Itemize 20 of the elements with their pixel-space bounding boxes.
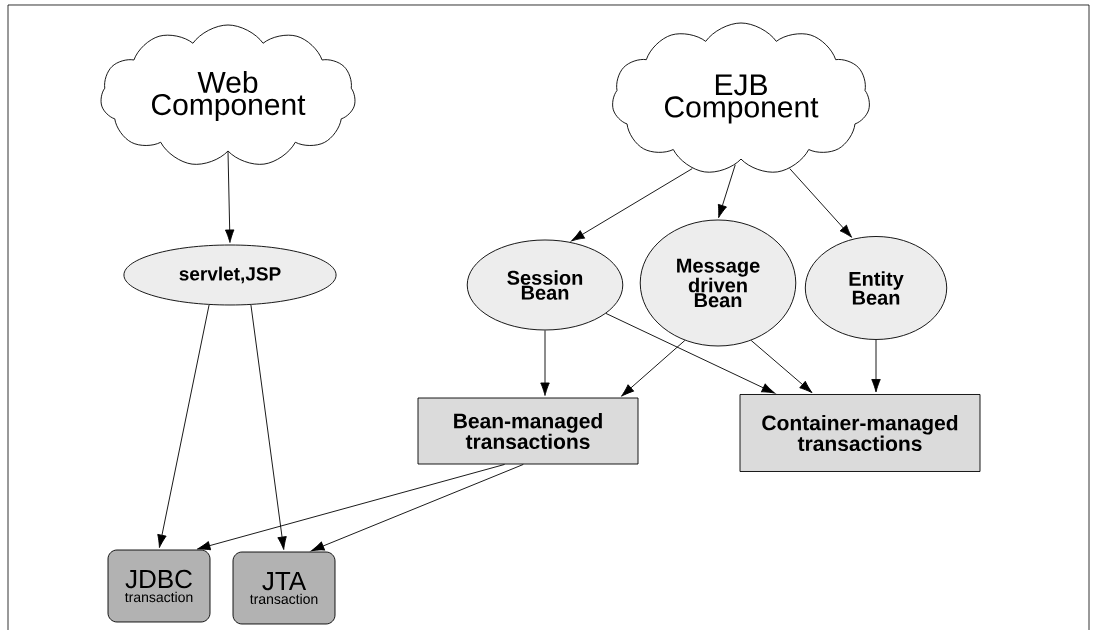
arrow bbox=[197, 464, 506, 551]
arrow bbox=[750, 340, 813, 394]
arrow bbox=[311, 464, 524, 552]
rounded-box: JTA transaction bbox=[232, 551, 336, 625]
arrow bbox=[157, 304, 210, 548]
process-box: Bean-managed transactions bbox=[417, 397, 639, 465]
arrow bbox=[605, 313, 776, 394]
arrow bbox=[621, 340, 686, 397]
arrow bbox=[717, 164, 736, 218]
arrow bbox=[571, 168, 693, 242]
arrow bbox=[250, 304, 287, 550]
rounded-box: JDBC transaction bbox=[107, 549, 211, 623]
ellipse-node: Entity Bean bbox=[804, 236, 948, 340]
arrow bbox=[789, 168, 853, 238]
ellipse-node: servlet,JSP bbox=[123, 244, 337, 306]
process-box: Container-managed transactions bbox=[739, 394, 981, 472]
ellipse-node: Message driven Bean bbox=[639, 219, 797, 347]
arrow bbox=[871, 339, 881, 393]
arrow bbox=[540, 330, 550, 396]
ellipse-node: Session Bean bbox=[466, 239, 624, 331]
